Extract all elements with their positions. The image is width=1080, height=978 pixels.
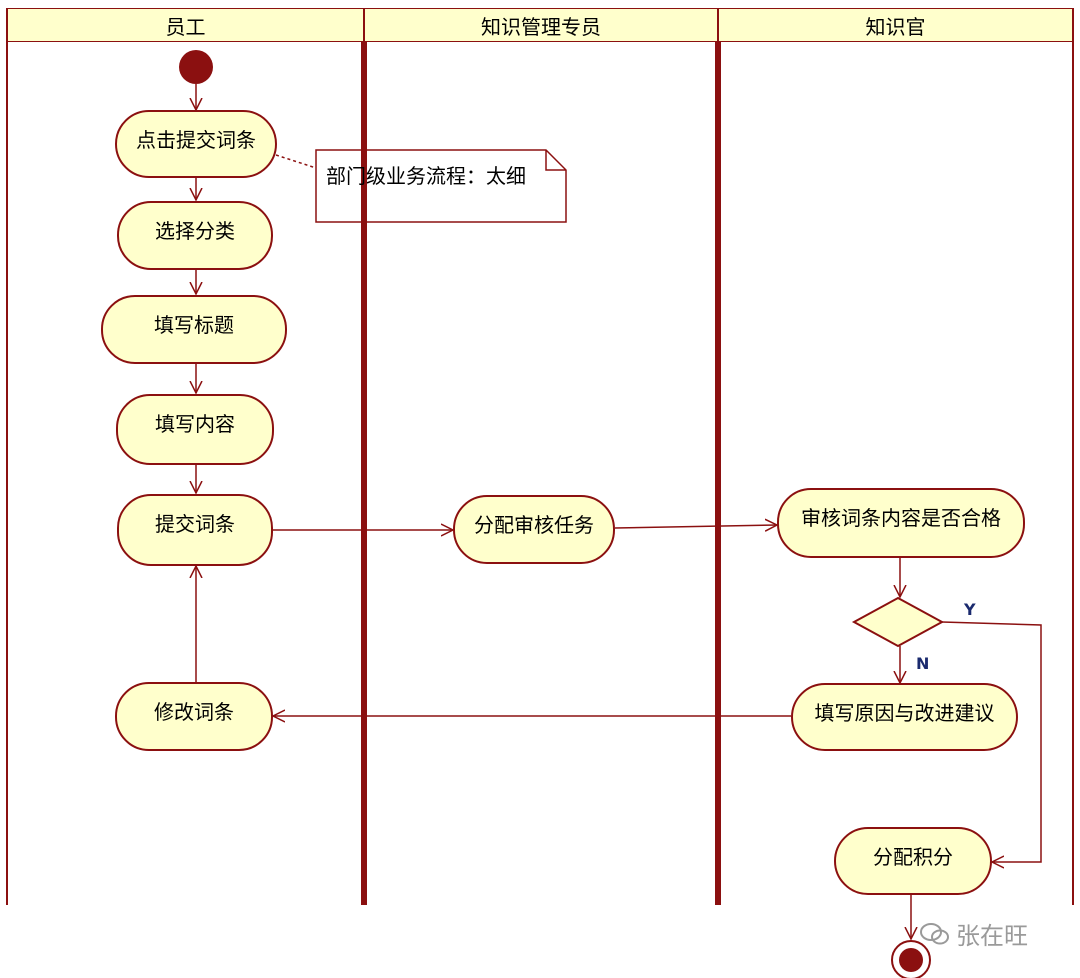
wechat-icon [920, 922, 949, 944]
activity-assign-review: 分配审核任务 [453, 495, 615, 564]
activity-review-check: 审核词条内容是否合格 [777, 488, 1025, 558]
flow-decision-yes [941, 621, 1042, 862]
note-link [275, 154, 317, 169]
lane-header-employee: 员工 [7, 8, 364, 42]
end-node-dot [899, 948, 923, 972]
activity-choose-category: 选择分类 [117, 201, 273, 270]
note-outline [315, 149, 567, 223]
lane-header-km-specialist: 知识管理专员 [364, 8, 718, 42]
guard-yes-label: Y [964, 600, 976, 619]
note-text: 部门级业务流程：太细 [326, 164, 526, 188]
decision-diamond [851, 596, 945, 648]
watermark-text: 张在旺 [956, 922, 1028, 950]
activity-fill-title: 填写标题 [101, 295, 287, 364]
guard-no-label: N [916, 654, 930, 673]
watermark: 张在旺 [920, 916, 1028, 951]
activity-assign-points: 分配积分 [834, 827, 992, 895]
activity-click-submit: 点击提交词条 [115, 110, 277, 178]
activity-modify-entry: 修改词条 [115, 682, 273, 751]
flow-assign-to-review [614, 525, 777, 528]
start-node [179, 50, 213, 84]
activity-fill-content: 填写内容 [116, 394, 274, 465]
lane-header-knowledge-officer: 知识官 [718, 8, 1073, 42]
activity-fill-reason: 填写原因与改进建议 [791, 683, 1018, 751]
note-comment: 部门级业务流程：太细 [316, 150, 566, 222]
activity-submit-entry: 提交词条 [117, 494, 273, 566]
